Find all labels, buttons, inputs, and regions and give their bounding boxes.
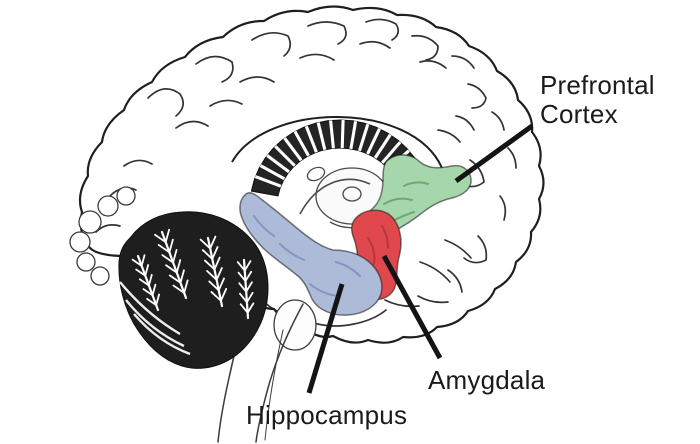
cingulate-sulcus-line bbox=[231, 116, 443, 169]
decorative-stroke bbox=[283, 137, 303, 162]
decorative-stroke bbox=[142, 288, 154, 297]
decorative-stroke bbox=[164, 228, 171, 244]
decorative-stroke bbox=[172, 284, 186, 294]
decorative-stroke bbox=[211, 246, 219, 260]
decorative-stroke bbox=[236, 261, 246, 272]
decorative-stroke bbox=[237, 271, 247, 282]
cerebellum-laminae bbox=[119, 281, 191, 356]
decorative-stroke bbox=[244, 270, 253, 282]
decorative-stroke bbox=[183, 279, 189, 294]
decorative-stroke bbox=[266, 154, 290, 174]
decorative-stroke bbox=[381, 141, 402, 164]
amygdala-detail-lines bbox=[367, 225, 389, 265]
decorative-stroke bbox=[161, 254, 174, 264]
decorative-stroke bbox=[155, 293, 160, 306]
decorative-stroke bbox=[220, 287, 228, 302]
decorative-stroke bbox=[316, 122, 327, 151]
decorative-stroke bbox=[349, 121, 358, 150]
decorative-stroke bbox=[304, 125, 318, 153]
decorative-stroke bbox=[373, 133, 392, 159]
decorative-stroke bbox=[148, 273, 153, 287]
prefrontal-cortex-label-line1: Prefrontal bbox=[540, 70, 655, 100]
decorative-stroke bbox=[238, 282, 248, 293]
decorative-stroke bbox=[239, 292, 248, 304]
corpus-callosum-stripes bbox=[254, 120, 427, 192]
amygdala-leader-line bbox=[381, 254, 443, 360]
prefrontal-cortex-leader-line bbox=[454, 123, 534, 184]
occipital-gyri-lumps bbox=[69, 186, 136, 286]
decorative-stroke bbox=[246, 291, 254, 304]
cerebellum bbox=[118, 211, 269, 369]
hippocampus-leader-line bbox=[306, 283, 345, 394]
decorative-stroke bbox=[208, 280, 220, 292]
decorative-stroke bbox=[215, 267, 223, 281]
decorative-stroke bbox=[131, 258, 143, 267]
decorative-stroke bbox=[154, 233, 167, 244]
decorative-stroke bbox=[138, 278, 150, 287]
decorative-stroke bbox=[243, 260, 252, 272]
decorative-stroke bbox=[210, 291, 222, 302]
decorative-stroke bbox=[246, 302, 255, 314]
cerebellum-arbor-vitae bbox=[131, 228, 255, 320]
prefrontal-cortex-label-line2: Cortex bbox=[540, 99, 618, 129]
decorative-stroke bbox=[146, 298, 158, 306]
decorative-stroke bbox=[329, 120, 335, 149]
decorative-stroke bbox=[204, 259, 216, 271]
decorative-stroke bbox=[209, 235, 217, 250]
decorative-stroke bbox=[168, 238, 174, 254]
decorative-stroke bbox=[172, 249, 178, 264]
decorative-stroke bbox=[168, 274, 182, 284]
decorative-stroke bbox=[140, 254, 146, 267]
decorative-stroke bbox=[274, 145, 296, 167]
decorative-stroke bbox=[217, 277, 225, 292]
decorative-stroke bbox=[165, 264, 178, 274]
decorative-stroke bbox=[160, 230, 188, 300]
decorative-stroke bbox=[199, 238, 212, 250]
amygdala-label: Amygdala bbox=[428, 365, 546, 395]
decorative-stroke bbox=[366, 128, 381, 155]
hippocampus-detail-lines bbox=[253, 215, 361, 297]
decorative-stroke bbox=[175, 259, 182, 274]
decorative-stroke bbox=[254, 175, 282, 188]
decorative-stroke bbox=[358, 123, 370, 152]
decorative-stroke bbox=[245, 281, 253, 293]
decorative-stroke bbox=[206, 270, 218, 281]
decorative-stroke bbox=[259, 164, 286, 181]
decorative-stroke bbox=[144, 264, 150, 277]
corpus-callosum bbox=[231, 116, 443, 197]
decorative-stroke bbox=[213, 256, 221, 271]
hippocampus-highlight bbox=[239, 192, 383, 316]
decorative-stroke bbox=[293, 130, 310, 157]
decorative-stroke bbox=[239, 303, 249, 314]
decorative-stroke bbox=[340, 120, 345, 149]
decorative-stroke bbox=[135, 268, 147, 277]
decorative-stroke bbox=[151, 283, 157, 297]
prefrontal-cortex-label: Prefrontal Cortex bbox=[540, 71, 655, 129]
decorative-stroke bbox=[157, 244, 171, 254]
leader-lines bbox=[306, 123, 534, 394]
decorative-stroke bbox=[179, 269, 185, 284]
decorative-stroke bbox=[201, 249, 214, 260]
hippocampus-label: Hippocampus bbox=[246, 400, 408, 430]
hippocampus-region bbox=[239, 192, 383, 316]
